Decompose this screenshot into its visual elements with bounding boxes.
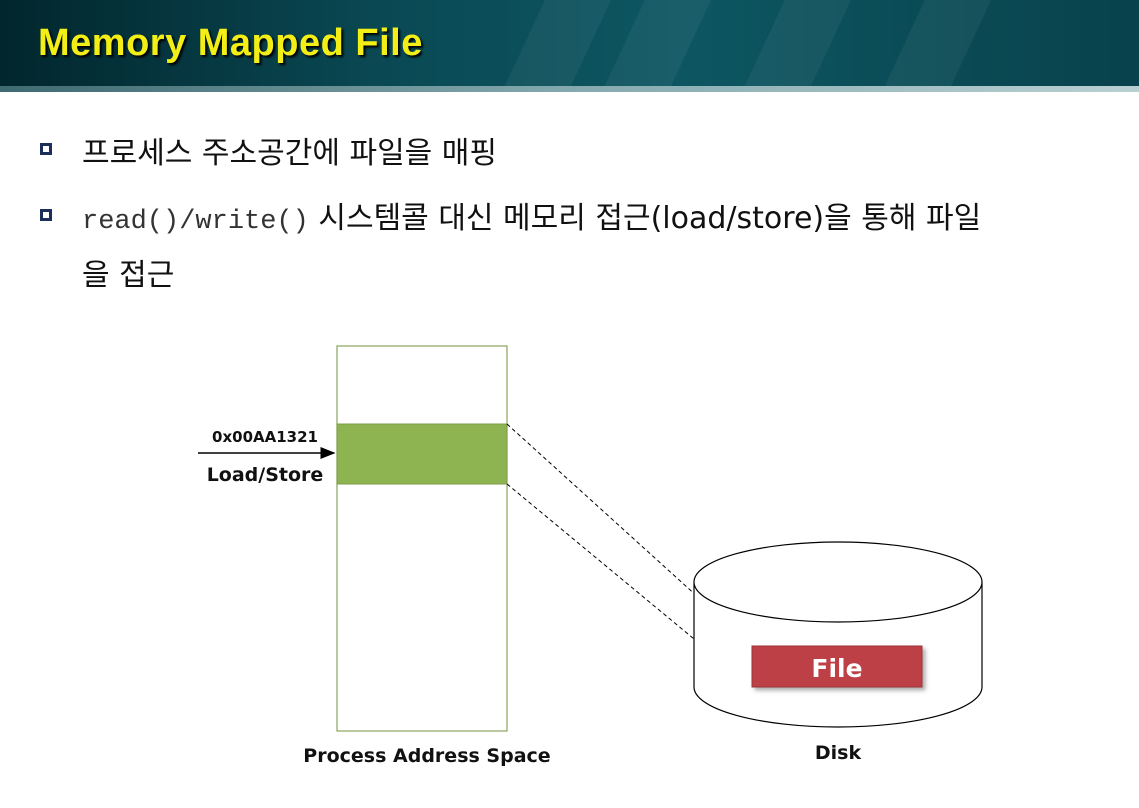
file-box [751, 645, 923, 688]
slide-title: Memory Mapped File [38, 22, 423, 64]
address-label: 0x00AA1321 [212, 428, 318, 446]
disk-cylinder-top [693, 541, 983, 623]
bullet-text-2: read()/write() 시스템콜 대신 메모리 접근(load/store… [82, 193, 981, 237]
bullet-marker [40, 143, 52, 155]
header-divider [0, 86, 1139, 92]
process-address-space-box [336, 345, 508, 732]
process-address-space-label: Process Address Space [303, 745, 550, 767]
bullet-text-2-continuation: 을 접근 [82, 258, 175, 293]
bullet-text-2-body: 시스템콜 대신 메모리 접근(load/store)을 통해 파일 [308, 201, 982, 236]
file-label: File [811, 654, 862, 683]
bullet-marker [40, 209, 52, 221]
code-snippet: read()/write() [82, 207, 309, 237]
bullet-text-1: 프로세스 주소공간에 파일을 매핑 [82, 136, 498, 171]
mapped-region [336, 423, 508, 485]
access-label: Load/Store [207, 464, 324, 486]
slide-header: Memory Mapped File [0, 0, 1139, 92]
disk-label: Disk [815, 742, 862, 764]
